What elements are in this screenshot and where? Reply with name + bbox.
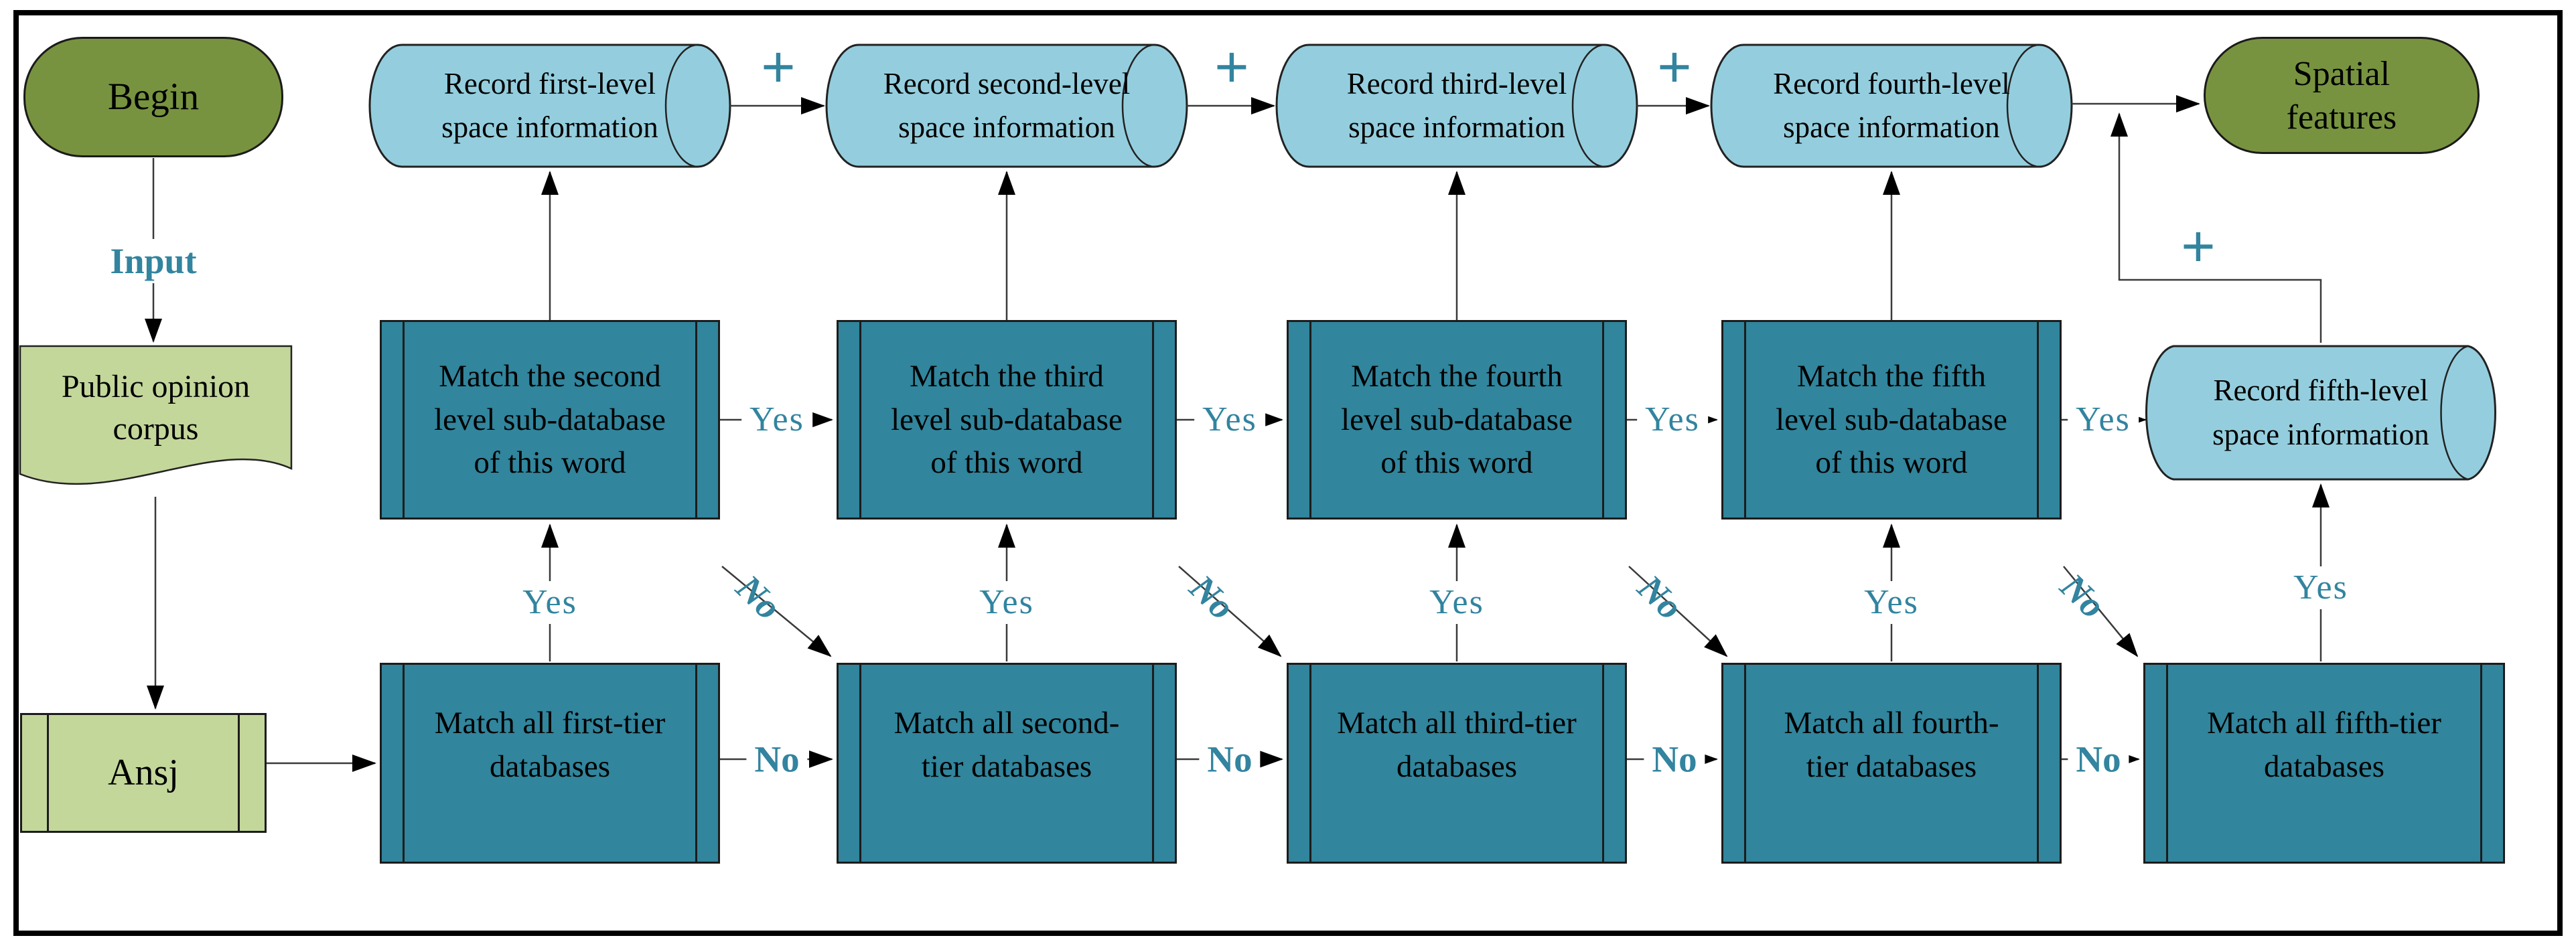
arrow-no-diagonal-to-fourth-tier (1628, 566, 1728, 657)
match-all-second-tier-node: Match all second- tier databases (837, 663, 1177, 864)
cylinder-shape-record-fourth-level (1710, 44, 2073, 168)
match-all-fifth-tier-node: Match all fifth-tier databases (2143, 663, 2505, 864)
cylinder-shape-record-fifth-level (2145, 345, 2497, 481)
match-second-level-sub-database-node: Match the second level sub-database of t… (380, 320, 720, 520)
record-first-level-node: Record first-level space information (441, 66, 658, 144)
outer-border (13, 10, 2563, 936)
cylinder-shape-record-third-level (1275, 44, 1638, 168)
yes-label-second-tier: Yes (971, 581, 1042, 624)
spatial-features-node: Spatial features (2204, 37, 2480, 154)
plus-label-3: + (1657, 33, 1692, 100)
record-third-level-node: Record third-level space information (1346, 66, 1567, 144)
yes-label-mid-3: Yes (1637, 398, 1708, 441)
yes-label-fourth-tier: Yes (1856, 581, 1927, 624)
match-fifth-level-sub-database-node: Match the fifth level sub-database of th… (1721, 320, 2062, 520)
yes-label-mid-4: Yes (2068, 398, 2139, 441)
input-edge-label: Input (102, 239, 205, 283)
yes-label-first-tier: Yes (514, 581, 585, 624)
cylinder-shape-record-second-level (825, 44, 1188, 168)
public-opinion-corpus-node: Public opinion corpus (61, 369, 251, 447)
match-third-level-sub-database-node: Match the third level sub-database of th… (837, 320, 1177, 520)
yes-label-third-tier: Yes (1421, 581, 1492, 624)
no-label-bottom-3: No (1644, 736, 1705, 782)
match-fourth-level-sub-database-node: Match the fourth level sub-database of t… (1287, 320, 1627, 520)
arrow-no-diagonal-to-third-tier (1178, 566, 1282, 657)
record-fifth-level-node: Record fifth-level space information (2212, 374, 2429, 451)
no-label-bottom-1: No (746, 736, 808, 782)
plus-label-4: + (2181, 213, 2216, 279)
yes-label-fifth-tier: Yes (2285, 566, 2356, 609)
begin-node: Begin (23, 37, 283, 157)
arrow-fifth-cylinder-to-spatial-junction (2110, 112, 2322, 343)
yes-label-mid-1: Yes (741, 398, 812, 441)
ansj-node: Ansj (20, 713, 267, 833)
cylinder-shape-record-first-level (368, 44, 731, 168)
no-label-bottom-4: No (2068, 736, 2129, 782)
match-all-first-tier-node: Match all first-tier databases (380, 663, 720, 864)
document-shape-corpus (19, 345, 293, 485)
no-label-bottom-2: No (1199, 736, 1261, 782)
record-fourth-level-node: Record fourth-level space information (1773, 66, 2010, 144)
record-second-level-node: Record second-level space information (883, 66, 1131, 144)
match-all-fourth-tier-node: Match all fourth- tier databases (1721, 663, 2062, 864)
arrow-no-diagonal-to-second-tier (721, 566, 832, 657)
plus-label-1: + (761, 33, 796, 100)
arrow-no-diagonal-to-fifth-tier (2063, 566, 2139, 657)
match-all-third-tier-node: Match all third-tier databases (1287, 663, 1627, 864)
plus-label-2: + (1214, 33, 1249, 100)
yes-label-mid-2: Yes (1194, 398, 1265, 441)
